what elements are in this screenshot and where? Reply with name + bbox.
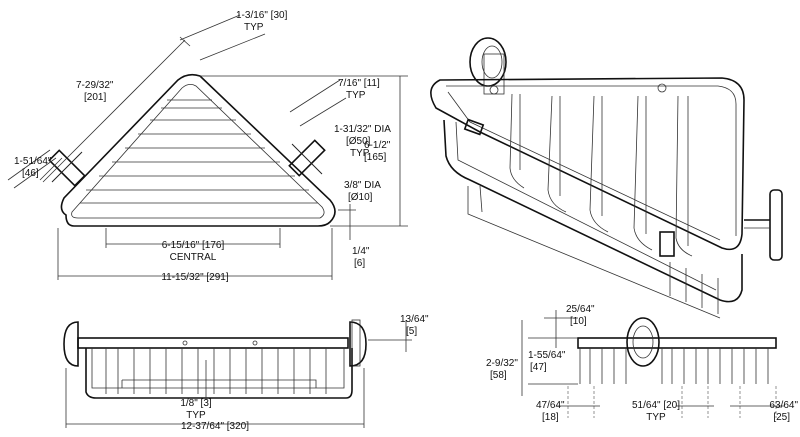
right-depth-label: 63/64" — [769, 400, 798, 411]
height-label: 6-1/2" — [364, 140, 391, 151]
basket-slats — [80, 99, 318, 204]
top-view — [7, 14, 408, 280]
height-mm-label: [165] — [364, 152, 387, 163]
isometric-view — [430, 37, 783, 319]
depth-mm-label: [46] — [22, 168, 39, 179]
right-depth-mm-label: [25] — [773, 412, 790, 423]
wire-gap-label: 1/8" [3] — [180, 398, 212, 409]
basket-height-mm-label: [47] — [530, 362, 547, 373]
central-dim-label: 6-15/16" [176] — [161, 240, 225, 251]
basket-inner-outline — [71, 84, 325, 219]
wire-spacing-typ-label: TYP — [646, 412, 666, 423]
right-wall-bracket — [288, 139, 326, 177]
bracket-offset-typ-label: TYP — [244, 22, 264, 33]
central-text-label: CENTRAL — [169, 252, 217, 263]
lip-mm-label: [6] — [354, 258, 366, 269]
top-gap-mm-label: [10] — [570, 316, 587, 327]
top-gap-label: 25/64" — [566, 304, 595, 315]
side-view — [521, 310, 784, 418]
front-view — [63, 319, 412, 428]
wire-spacing-label: 51/64" [20] — [631, 400, 681, 411]
left-wall-bracket — [48, 149, 86, 187]
leg-length-label: 7-29/32" — [76, 80, 114, 91]
flange-offset-label: 13/64" — [400, 314, 429, 325]
wire-gap-typ-label: TYP — [186, 410, 206, 421]
rod-dia-label: 3/8" DIA — [344, 180, 381, 191]
flange-dia-typ-label: TYP — [350, 148, 370, 159]
flange-dia-mm-label: [Ø50] — [346, 136, 371, 147]
basket-height-label: 1-55/64" — [528, 350, 566, 361]
basket-outline — [60, 73, 336, 227]
lip-label: 1/4" — [352, 246, 370, 257]
rod-dia-mm-label: [Ø10] — [348, 192, 373, 203]
bracket-offset-label: 1-3/16" [30] — [236, 10, 288, 21]
total-height-label: 2-9/32" — [486, 358, 518, 369]
leg-length-mm-label: [201] — [84, 92, 107, 103]
left-depth-mm-label: [18] — [542, 412, 559, 423]
front-overall-width-label: 12-37/64" [320] — [180, 421, 250, 432]
flange-thickness-typ-label: TYP — [346, 90, 366, 101]
total-height-mm-label: [58] — [490, 370, 507, 381]
top-overall-width-label: 11-15/32" [291] — [161, 272, 229, 283]
depth-label: 1-51/64" — [14, 156, 52, 167]
flange-offset-mm-label: [5] — [406, 326, 418, 337]
flange-thickness-label: 7/16" [11] — [338, 78, 380, 89]
flange-dia-label: 1-31/32" DIA — [334, 124, 391, 135]
left-depth-label: 47/64" — [536, 400, 565, 411]
